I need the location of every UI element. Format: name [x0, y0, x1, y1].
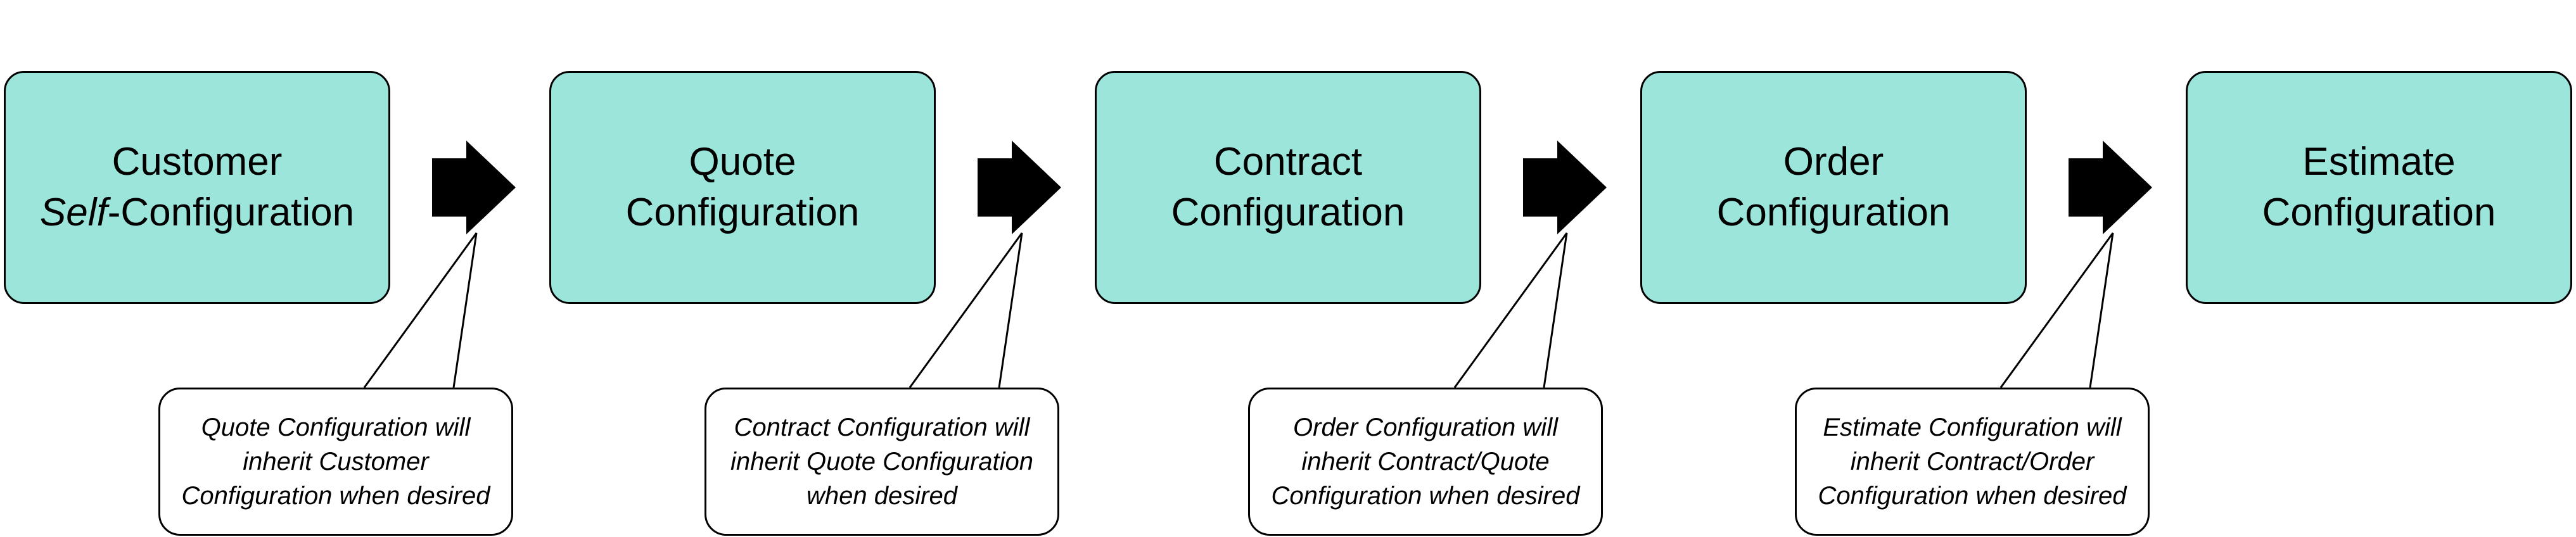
stage-title-rest: -Configuration — [107, 191, 355, 234]
stage-title-line1: Customer — [112, 140, 283, 184]
callout-line: Contract Configuration will — [734, 414, 1030, 441]
callout-line: Configuration when desired — [1271, 482, 1580, 510]
callout-pointer-1 — [363, 232, 478, 388]
flow-arrow-3 — [1523, 141, 1607, 234]
stage-title-line1: Contract — [1213, 140, 1363, 184]
callout-line: inherit Contract/Order — [1850, 448, 2095, 476]
stage-title-line2: Self-Configuration — [40, 187, 354, 238]
stage-contract-configuration: Contract Configuration — [1095, 71, 1481, 304]
stage-title-line2: Configuration — [1171, 191, 1405, 234]
stage-title-line2: Configuration — [1716, 191, 1951, 234]
stage-title-line1: Order — [1783, 140, 1884, 184]
stage-title-line2: Configuration — [2262, 191, 2496, 234]
flow-arrow-4 — [2069, 141, 2152, 234]
callout-note-order-inherits-contract-quote: Order Configuration will inherit Contrac… — [1248, 388, 1603, 536]
stage-customer-self-configuration: Customer Self-Configuration — [4, 71, 390, 304]
stage-title-line1: Estimate — [2302, 140, 2456, 184]
callout-note-quote-inherits-customer: Quote Configuration will inherit Custome… — [158, 388, 513, 536]
flow-arrow-1 — [432, 141, 516, 234]
stage-title-line1: Quote — [689, 140, 796, 184]
callout-note-contract-inherits-quote: Contract Configuration will inherit Quot… — [705, 388, 1059, 536]
callout-line: inherit Contract/Quote — [1301, 448, 1550, 476]
callout-pointer-2 — [909, 232, 1023, 388]
callout-line: Estimate Configuration will — [1823, 414, 2122, 441]
callout-pointer-4 — [1999, 232, 2114, 388]
callout-line: Configuration when desired — [181, 482, 490, 510]
flow-arrow-2 — [978, 141, 1061, 234]
stage-title-italic: Self — [39, 191, 108, 234]
callout-note-estimate-inherits-contract-order: Estimate Configuration will inherit Cont… — [1795, 388, 2150, 536]
callout-line: when desired — [807, 482, 957, 510]
stage-title-line2: Configuration — [625, 191, 860, 234]
callout-line: inherit Customer — [243, 448, 429, 476]
callout-line: Quote Configuration will — [201, 414, 471, 441]
callout-pointer-3 — [1453, 232, 1568, 388]
callout-line: inherit Quote Configuration — [730, 448, 1034, 476]
callout-line: Configuration when desired — [1818, 482, 2127, 510]
stage-estimate-configuration: Estimate Configuration — [2186, 71, 2572, 304]
callout-line: Order Configuration will — [1293, 414, 1558, 441]
stage-quote-configuration: Quote Configuration — [549, 71, 936, 304]
stage-order-configuration: Order Configuration — [1640, 71, 2027, 304]
